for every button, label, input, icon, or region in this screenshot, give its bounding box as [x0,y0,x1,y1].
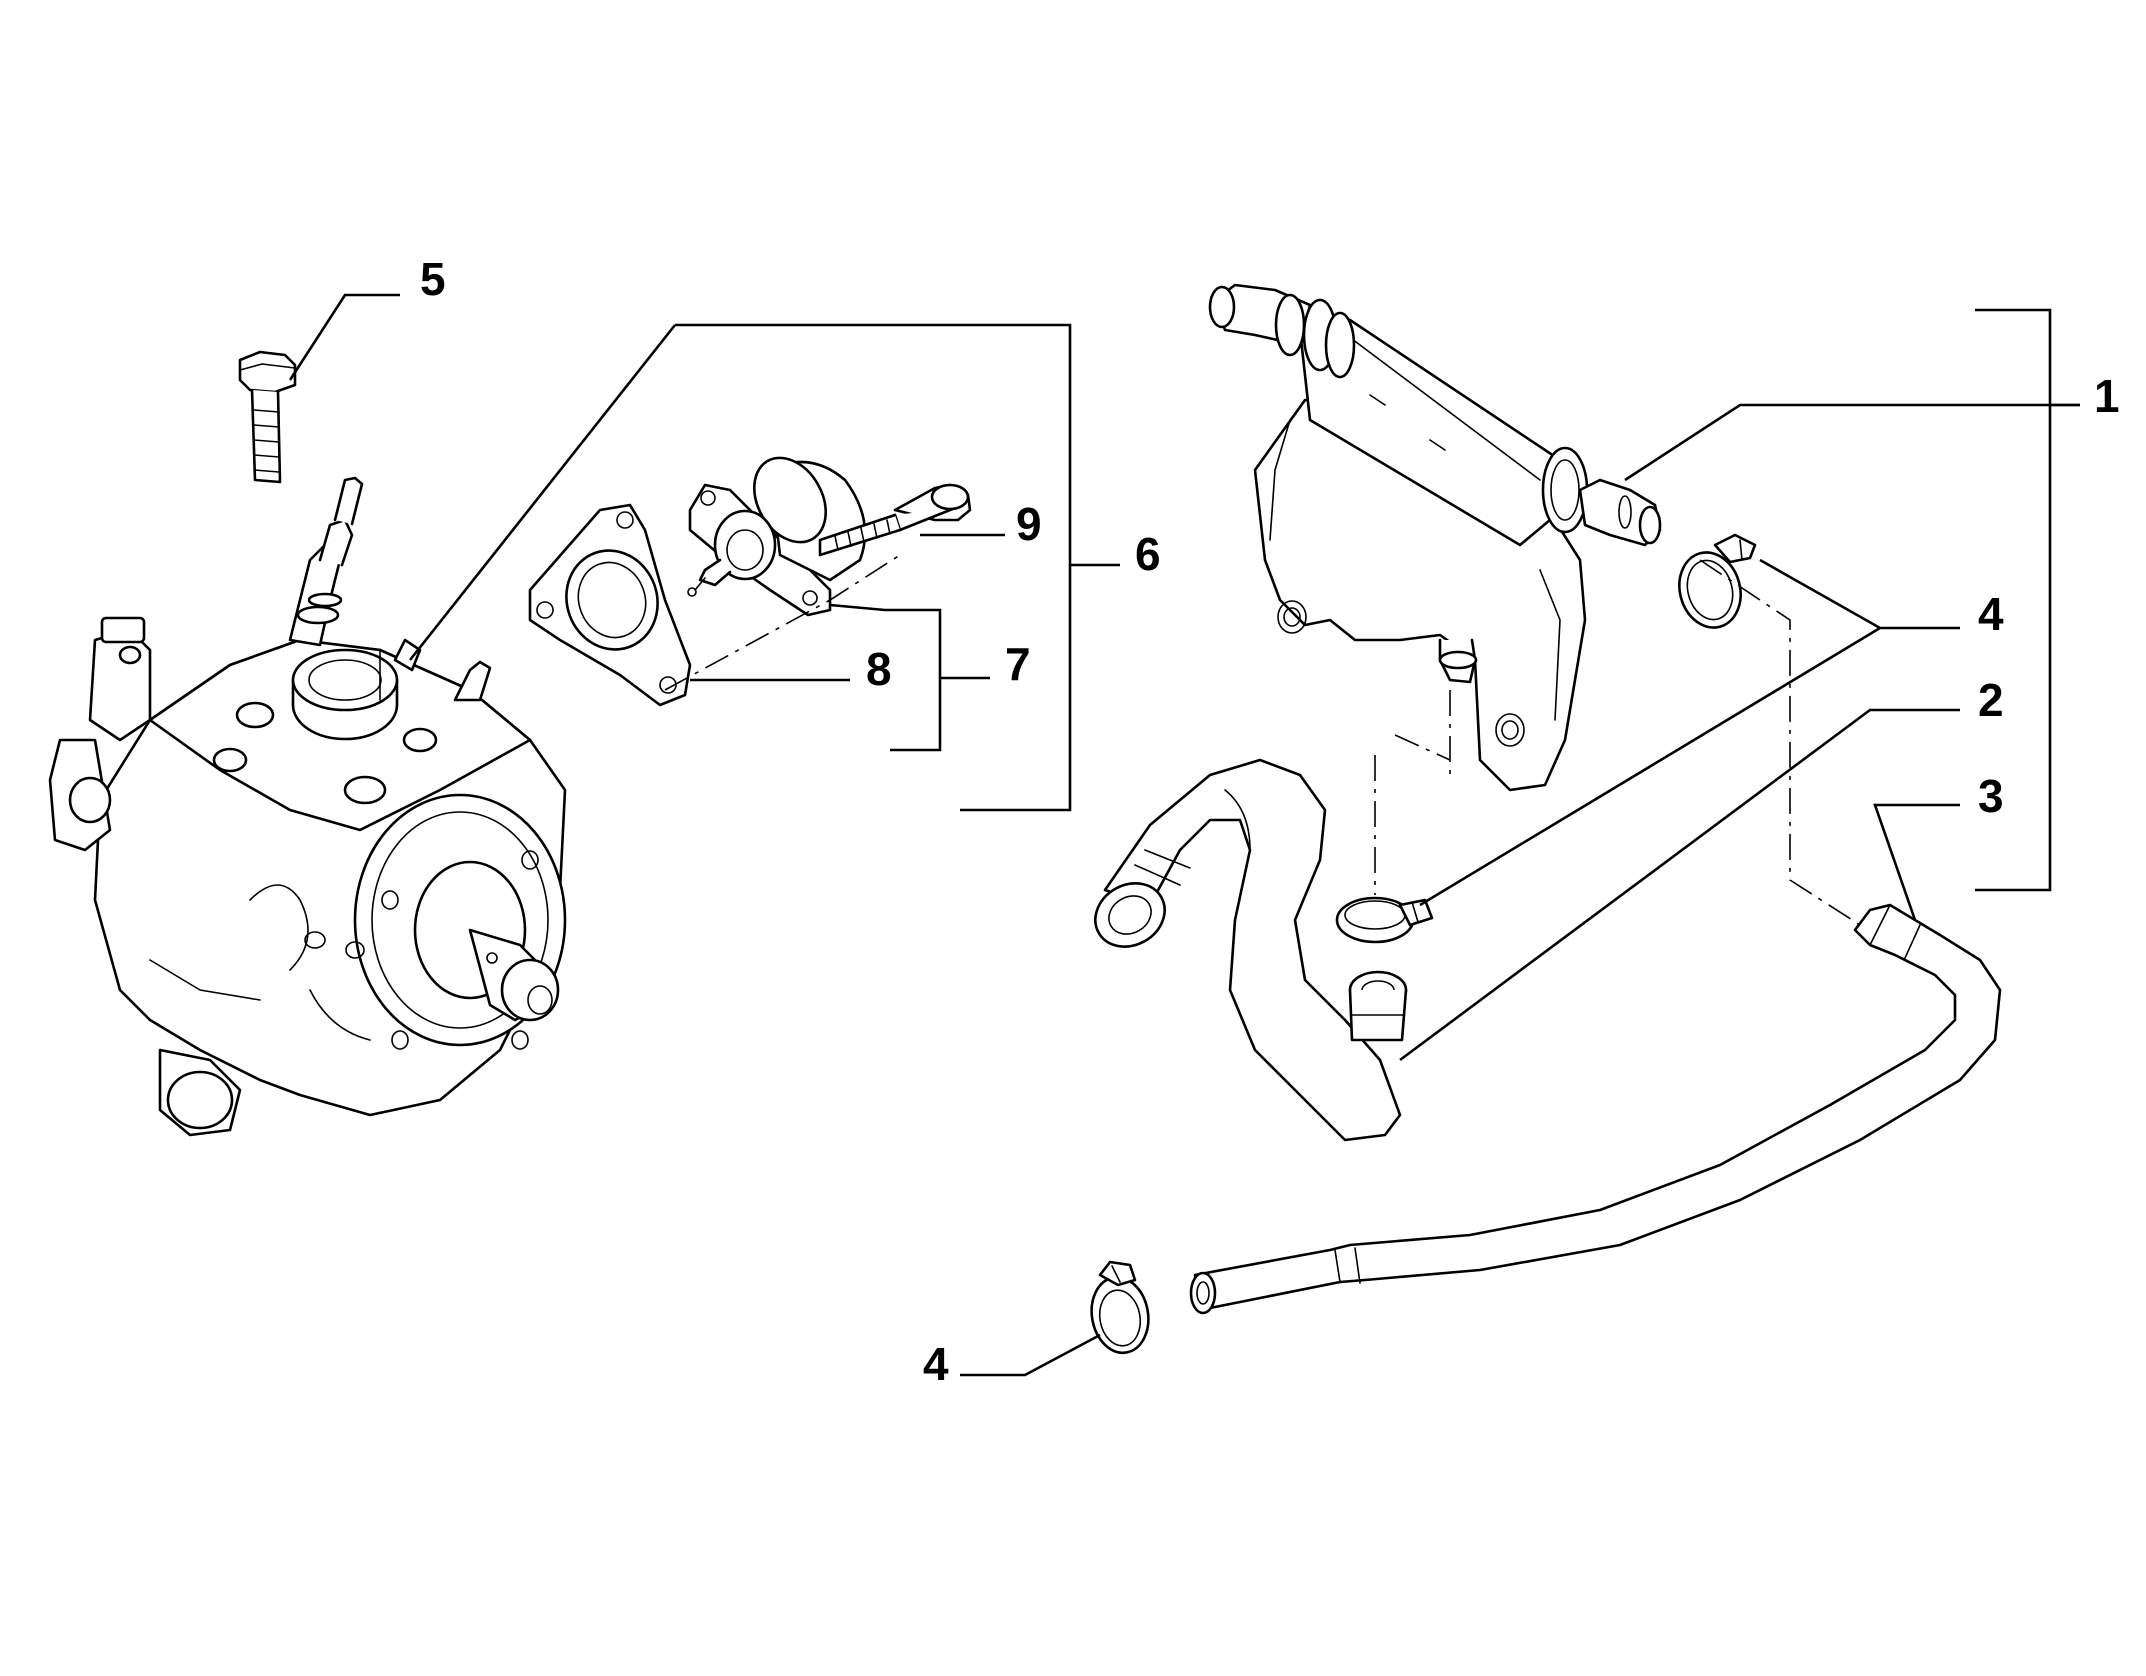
alignment-line-regulator [664,554,901,691]
hose-clamp-4-upper [1678,533,1757,629]
callout-3: 3 [1978,770,2004,822]
screw-5 [238,350,297,484]
callout-1: 1 [2094,370,2120,422]
return-fitting-1 [1208,283,1662,792]
callout-9: 9 [1016,498,1042,550]
callout-6: 6 [1135,528,1161,580]
hose-clamp-4-lower [1090,1260,1150,1355]
hose-clamp-4-middle [1335,896,1434,944]
gasket-8 [528,503,692,707]
callout-2: 2 [1978,674,2004,726]
alignment-line-outlet [1699,559,1861,926]
pressure-regulator-7 [687,456,867,617]
callout-7: 7 [1005,638,1031,690]
alignment-line-nipple [1374,690,1451,895]
hose-3 [1189,903,2002,1315]
hose-2 [1094,758,1408,1142]
high-pressure-pump [48,476,567,1137]
screw-9 [818,483,972,557]
callout-4-upper: 4 [1978,588,2004,640]
callout-5: 5 [420,253,446,305]
leader-lines [288,293,2080,1377]
callout-4-lower: 4 [923,1338,949,1390]
callout-8: 8 [866,643,892,695]
